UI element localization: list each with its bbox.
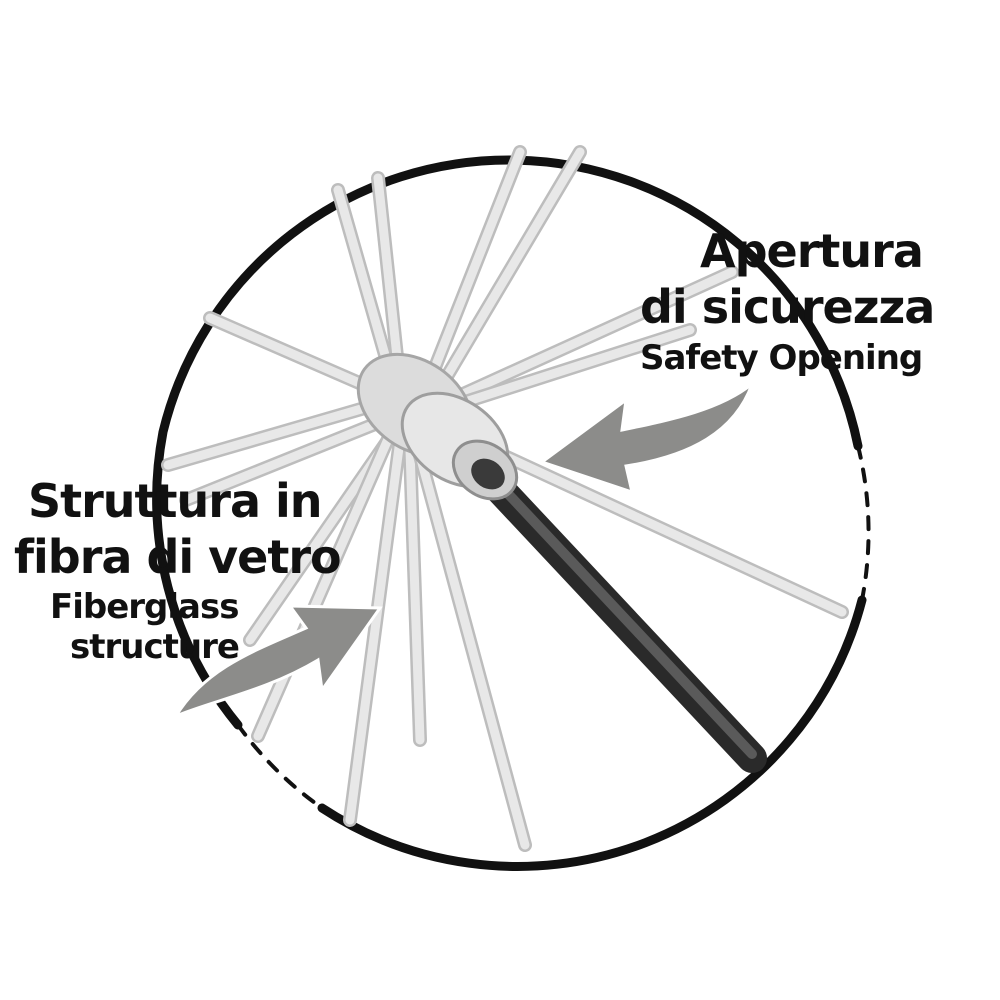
hub-icon xyxy=(356,352,519,501)
rib xyxy=(465,435,847,617)
shaft-icon xyxy=(465,453,767,773)
umbrella-ribs-icon xyxy=(161,145,849,852)
rib xyxy=(373,173,405,390)
rib xyxy=(205,313,385,397)
rib xyxy=(413,443,530,850)
circle-solid-arc xyxy=(152,155,863,730)
safety-label-it-line1: Apertura xyxy=(700,224,924,278)
rib xyxy=(253,425,397,741)
circle-dashed-arc-left xyxy=(236,723,324,810)
safety-arrow-icon xyxy=(538,379,756,495)
circle-dashed-arc-right xyxy=(856,444,871,602)
fiber-label-it-line2: fibra di vetro xyxy=(14,530,342,584)
rib xyxy=(435,147,585,393)
rib xyxy=(163,400,380,470)
rib xyxy=(445,267,737,405)
rib xyxy=(435,325,695,415)
rib xyxy=(425,147,525,385)
fiber-label-it-line1: Struttura in xyxy=(28,474,323,528)
rib xyxy=(405,445,425,745)
rib xyxy=(345,435,405,825)
fiber-label-en-line2: structure xyxy=(70,627,240,667)
fiberglass-arrow-icon xyxy=(172,604,383,720)
fiber-label-en-line1: Fiberglass xyxy=(50,587,239,627)
circle-frame-icon xyxy=(152,155,871,871)
safety-label-en: Safety Opening xyxy=(640,338,923,378)
rib xyxy=(181,415,390,505)
circle-solid-arc-bottom xyxy=(317,595,867,871)
safety-label-it-line2: di sicurezza xyxy=(640,280,935,334)
